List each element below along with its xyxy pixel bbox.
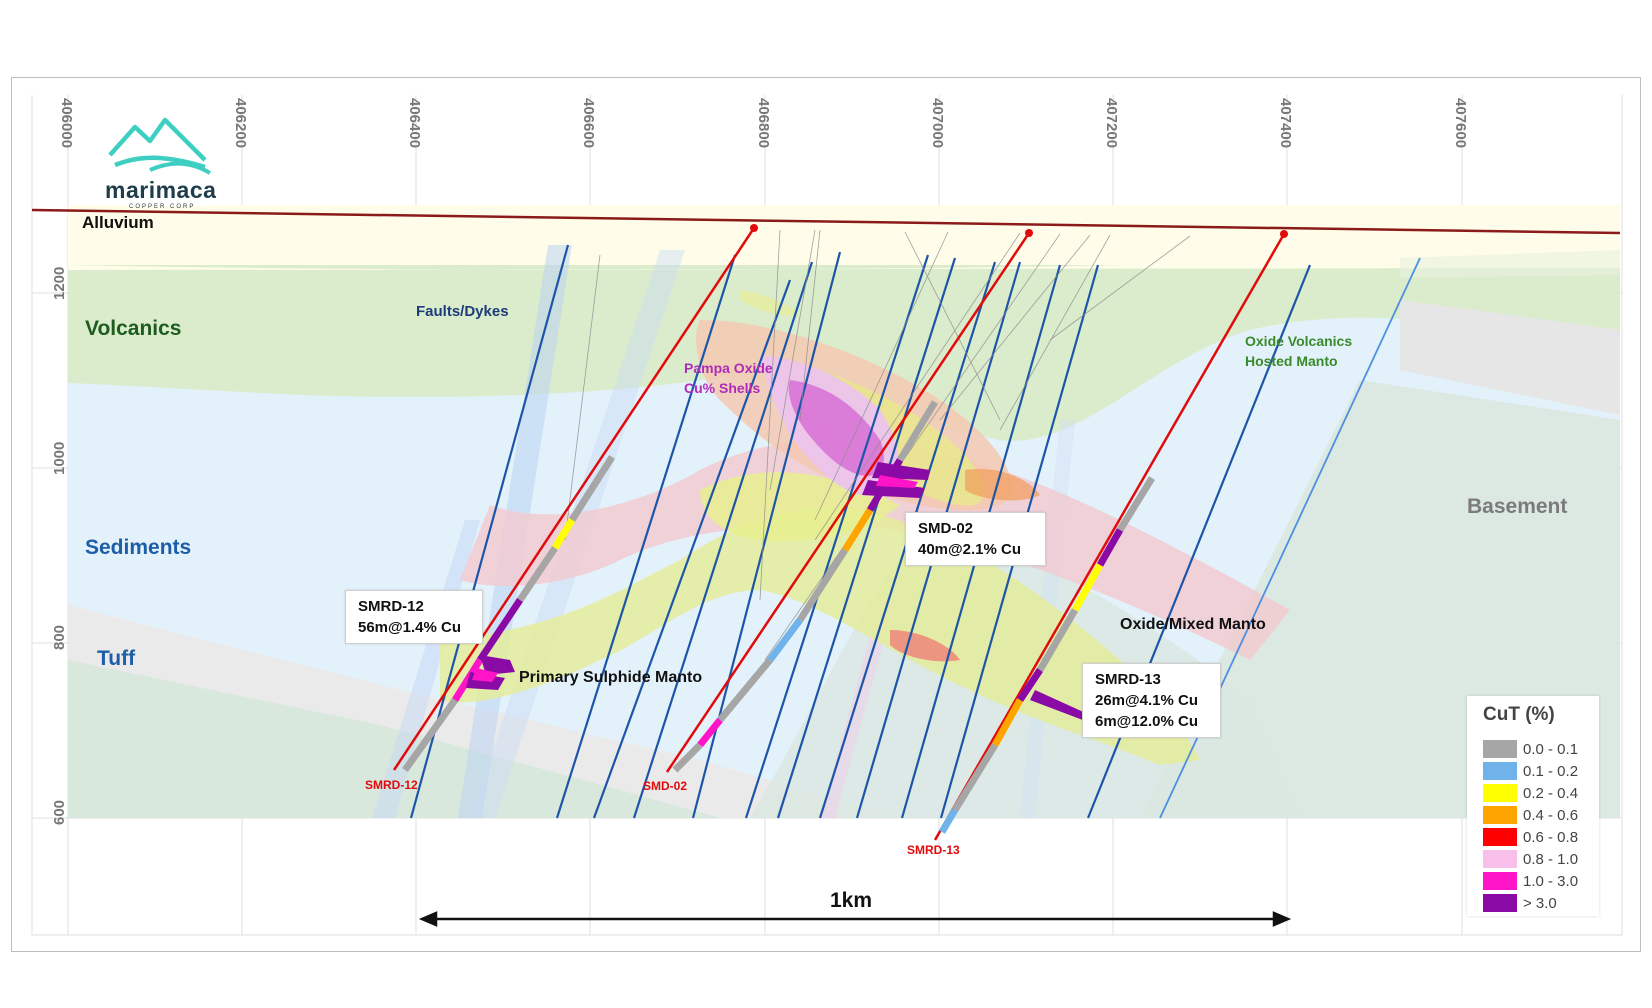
oxide-mixed-label: Oxide/Mixed Manto (1120, 616, 1266, 633)
legend-label: 0.6 - 0.8 (1523, 828, 1579, 846)
elevation-tick-label: 800 (51, 625, 68, 650)
callout-intercept: 40m@2.1% Cu (918, 541, 1022, 558)
legend-label: > 3.0 (1523, 894, 1557, 912)
legend-swatch (1483, 894, 1517, 912)
easting-tick-label: 406000 (58, 98, 75, 148)
collar-smd-02 (1025, 229, 1033, 237)
fault-line (632, 261, 814, 819)
callout-smd-02: SMD-02 40m@2.1% Cu (905, 512, 1046, 566)
easting-tick-label: 407200 (1103, 98, 1120, 148)
oxide-volcanics-label: Oxide Volcanics (1245, 333, 1352, 349)
cut-legend: CuT (%) 0.0 - 0.1 0.1 - 0.2 0.2 - 0.4 0.… (1467, 696, 1599, 916)
legend-item: 0.6 - 0.8 (1483, 827, 1578, 847)
elevation-tick-label: 1000 (51, 442, 68, 475)
drill-trace-smd-02 (665, 232, 1031, 773)
unit-label-basement: Basement (1467, 495, 1567, 518)
unit-label-tuff: Tuff (97, 647, 136, 670)
easting-tick-label: 406600 (580, 98, 597, 148)
legend-label: 0.2 - 0.4 (1523, 784, 1579, 802)
collar-smrd-12 (750, 224, 758, 232)
faults-dykes-label: Faults/Dykes (416, 303, 509, 320)
projected-holes (564, 229, 1191, 661)
legend-item: 0.1 - 0.2 (1483, 761, 1578, 781)
legend-item: 0.8 - 1.0 (1483, 849, 1578, 869)
legend-swatch (1483, 828, 1517, 846)
legend-item: > 3.0 (1483, 893, 1557, 913)
callout-smrd-13: SMRD-13 26m@4.1% Cu 6m@12.0% Cu (1082, 663, 1221, 738)
logo-tagline: COPPER CORP (129, 204, 196, 210)
elevation-tick-label: 600 (51, 800, 68, 825)
legend-item: 0.2 - 0.4 (1483, 783, 1578, 803)
scale-bar-label: 1km (830, 889, 873, 912)
cu-shells-label: Cu% Shells (684, 380, 760, 396)
legend-swatch (1483, 872, 1517, 890)
fault-line (776, 257, 957, 819)
legend-swatch (1483, 784, 1517, 802)
legend-title: CuT (%) (1483, 704, 1555, 725)
easting-tick-label: 406200 (232, 98, 249, 148)
logo-wordmark: marimaca (105, 177, 217, 203)
easting-tick-label: 407600 (1452, 98, 1469, 148)
hole-label-smd-02: SMD-02 (643, 779, 687, 793)
easting-axis: 406000 406200 406400 406600 406800 40700… (58, 98, 1469, 148)
grey-band-upper (1400, 300, 1620, 415)
fault-line (555, 254, 737, 819)
legend-label: 1.0 - 3.0 (1523, 872, 1579, 890)
easting-tick-label: 407400 (1277, 98, 1294, 148)
legend-label: 0.1 - 0.2 (1523, 762, 1579, 780)
callout-title: SMRD-12 (358, 598, 424, 615)
elevation-tick-label: 1200 (51, 267, 68, 300)
legend-label: 0.0 - 0.1 (1523, 740, 1579, 758)
drill-holes (392, 224, 1288, 841)
sediments-band (68, 355, 1620, 475)
hole-label-smrd-12: SMRD-12 (365, 778, 418, 792)
callout-intercept: 56m@1.4% Cu (358, 619, 462, 636)
legend-swatch (1483, 740, 1517, 758)
marimaca-logo: marimaca COPPER CORP (97, 115, 227, 220)
primary-sulphide-label: Primary Sulphide Manto (519, 669, 702, 686)
callout-intercept: 26m@4.1% Cu (1095, 692, 1199, 709)
collar-smrd-13 (1280, 230, 1288, 238)
oxide-mixed-manto (460, 439, 1290, 660)
legend-item: 0.0 - 0.1 (1483, 739, 1578, 759)
volcanics-unit (68, 230, 1620, 441)
legend-label: 0.4 - 0.6 (1523, 806, 1579, 824)
hole-label-smrd-13: SMRD-13 (907, 843, 960, 857)
elevation-axis: 1200 1000 800 600 (51, 267, 68, 825)
legend-swatch (1483, 806, 1517, 824)
hosted-manto-label: Hosted Manto (1245, 353, 1338, 369)
pampa-oxide-label: Pampa Oxide (684, 360, 773, 376)
unit-label-volcanics: Volcanics (85, 317, 182, 340)
scale-bar (418, 911, 1292, 927)
unit-label-alluvium: Alluvium (82, 213, 154, 232)
legend-label: 0.8 - 1.0 (1523, 850, 1579, 868)
callout-smrd-12: SMRD-12 56m@1.4% Cu (345, 590, 483, 644)
callout-title: SMD-02 (918, 520, 974, 537)
callout-intercept: 6m@12.0% Cu (1095, 713, 1199, 730)
legend-item: 1.0 - 3.0 (1483, 871, 1578, 891)
easting-tick-label: 406800 (755, 98, 772, 148)
primary-sulphide-manto (440, 507, 1200, 765)
fault-line (744, 254, 930, 819)
fault-line (592, 279, 792, 819)
drill-trace-smrd-12 (392, 227, 756, 771)
legend-item: 0.4 - 0.6 (1483, 805, 1578, 825)
easting-tick-label: 406400 (406, 98, 423, 148)
green-lower (68, 660, 720, 818)
callout-title: SMRD-13 (1095, 671, 1161, 688)
drill-trace-smrd-13 (933, 233, 1286, 841)
mountain-wave-icon (108, 117, 212, 175)
unit-label-sediments: Sediments (85, 536, 191, 559)
legend-swatch (1483, 850, 1517, 868)
easting-tick-label: 407000 (929, 98, 946, 148)
topography-line (31, 208, 1621, 235)
legend-swatch (1483, 762, 1517, 780)
